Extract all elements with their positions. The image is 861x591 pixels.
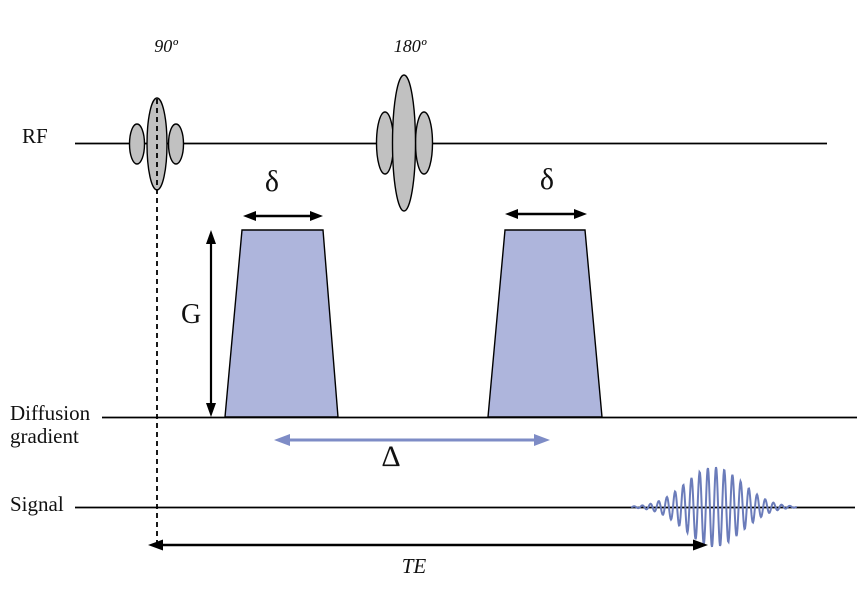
delta-arrow-1 bbox=[243, 211, 323, 221]
delta-label-1: δ bbox=[264, 165, 280, 198]
pulse-angle-180-label: 180º bbox=[393, 36, 427, 56]
rf-180-pulse-icon bbox=[375, 74, 434, 212]
gradient-amplitude-label: G bbox=[181, 299, 202, 330]
echo-time-label: TE bbox=[401, 554, 427, 578]
gradient-separation-arrow bbox=[274, 434, 550, 446]
delta-label-2: δ bbox=[539, 163, 555, 196]
gradient-amplitude-arrow bbox=[206, 230, 216, 417]
pulse-angle-90-label: 90º bbox=[154, 36, 178, 56]
delta-arrow-2 bbox=[505, 209, 587, 219]
rf-row-label: RF bbox=[22, 124, 48, 148]
rf-90-pulse-icon bbox=[128, 97, 185, 191]
gradient-lobe-1 bbox=[224, 229, 339, 418]
echo-time-arrow bbox=[148, 539, 708, 551]
diffusion-row-label-line2: gradient bbox=[10, 424, 79, 448]
echo-signal-icon bbox=[631, 466, 797, 548]
diffusion-row-label-line1: Diffusion bbox=[10, 401, 91, 425]
echo-waveform bbox=[631, 466, 797, 548]
gradient-lobe-2 bbox=[487, 229, 603, 418]
signal-row-label: Signal bbox=[10, 492, 64, 516]
gradient-separation-label: Δ bbox=[381, 440, 401, 473]
